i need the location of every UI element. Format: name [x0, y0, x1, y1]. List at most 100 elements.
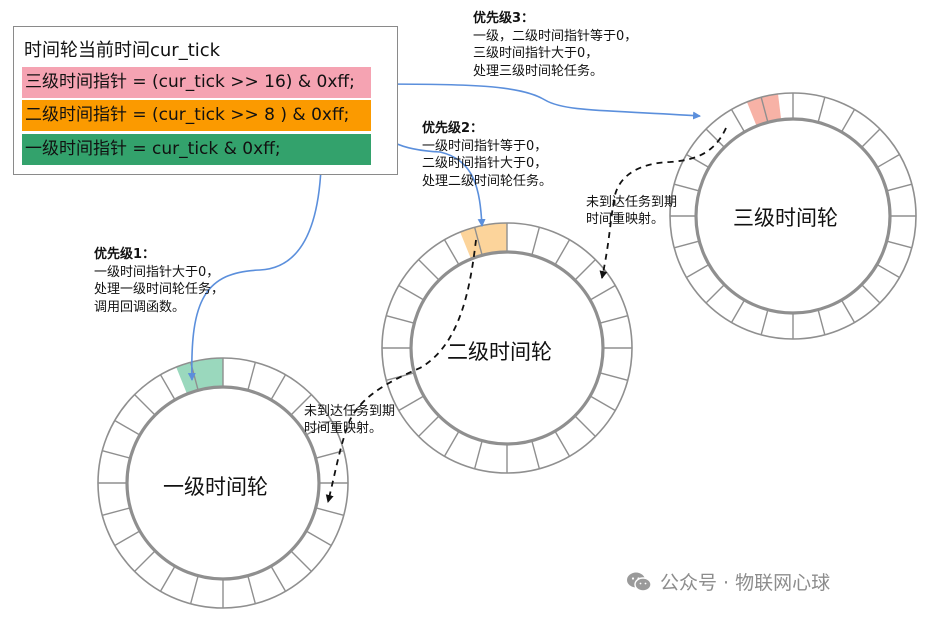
- ring-divider: [398, 284, 425, 301]
- priority1-line: 处理一级时间轮任务，: [94, 282, 225, 297]
- ring-divider: [290, 550, 312, 572]
- ring-divider: [102, 449, 131, 459]
- level3-pointer-bar: 三级时间指针 = (cur_tick >> 16) & 0xff;: [22, 67, 371, 98]
- priority1-line: 一级时间指针大于0，: [94, 264, 220, 280]
- ring-divider: [861, 284, 881, 304]
- ring-divider: [730, 299, 746, 323]
- ring-divider: [817, 309, 826, 335]
- ring-divider: [574, 415, 596, 437]
- ring-divider: [876, 153, 900, 169]
- ring-divider: [554, 430, 571, 457]
- ring-divider: [589, 395, 616, 412]
- level1-pointer-bar: 一级时间指针 = cur_tick & 0xff;: [22, 134, 371, 165]
- ring-divider: [876, 263, 900, 279]
- wheel-level1-title: 一级时间轮: [163, 475, 268, 499]
- priority3-note: 优先级3： 一级，二级时间指针等于0， 三级时间指针大于0， 处理三级时间轮任务…: [473, 10, 637, 80]
- remap-label-line: 未到达任务到期: [304, 404, 396, 419]
- wheel-level2: [381, 222, 633, 474]
- level2-pointer-bar: 二级时间指针 = (cur_tick >> 8 ) & 0xff;: [22, 100, 371, 131]
- ring-divider: [574, 259, 596, 281]
- ring-divider: [886, 183, 912, 192]
- level3-pointer-text: 三级时间指针 = (cur_tick >> 16) & 0xff;: [25, 72, 355, 92]
- watermark-text: 公众号 · 物联网心球: [660, 572, 831, 594]
- ring-divider: [290, 394, 312, 416]
- ring-divider: [686, 263, 710, 279]
- arrow-level1-to-wheel1: [187, 167, 322, 381]
- remap-label-line: 时间重映射。: [586, 212, 665, 227]
- priority2-head: 优先级2：: [422, 121, 484, 136]
- ring-divider: [705, 284, 725, 304]
- ring-divider: [398, 395, 425, 412]
- wheel-level2-title: 二级时间轮: [447, 340, 552, 364]
- ring-divider: [270, 374, 287, 401]
- current-time-box: 时间轮当前时间cur_tick 三级时间指针 = (cur_tick >> 16…: [13, 26, 398, 175]
- ring-divider: [270, 565, 287, 592]
- ring-divider: [134, 394, 156, 416]
- priority2-line: 二级时间指针大于0，: [422, 156, 548, 171]
- ring-divider: [114, 419, 141, 436]
- ring-divider: [189, 575, 199, 604]
- ring-divider: [589, 284, 616, 301]
- active-slot: [176, 358, 223, 394]
- priority3-line: 处理三级时间轮任务。: [473, 63, 604, 79]
- remap-arrow-wheel2-to-wheel1: [325, 239, 477, 503]
- ring-divider: [760, 97, 769, 123]
- priority3-line: 三级时间指针大于0，: [473, 46, 599, 61]
- ring-divider: [305, 419, 332, 436]
- arrow-level3-to-wheel3: [371, 83, 701, 120]
- ring-divider: [418, 259, 440, 281]
- ring-divider: [817, 97, 826, 123]
- ring-divider: [760, 309, 769, 335]
- ring-divider: [861, 128, 881, 148]
- ring-divider: [114, 530, 141, 547]
- ring-divider: [247, 575, 257, 604]
- priority1-head: 优先级1：: [94, 247, 156, 262]
- ring-divider: [886, 240, 912, 249]
- ring-divider: [599, 372, 628, 382]
- wechat-icon: [626, 571, 652, 593]
- remap-label-line: 时间重映射。: [304, 421, 383, 436]
- ring-divider: [705, 128, 725, 148]
- ring-divider: [305, 530, 332, 547]
- priority1-note: 优先级1： 一级时间指针大于0， 处理一级时间轮任务， 调用回调函数。: [94, 246, 224, 316]
- priority2-line: 处理二级时间轮任务。: [422, 173, 553, 189]
- ring-divider: [840, 109, 856, 133]
- remap-arrow-wheel3-to-wheel2: [599, 127, 727, 279]
- ring-divider: [134, 550, 156, 572]
- ring-divider: [386, 314, 415, 324]
- ring-divider: [840, 299, 856, 323]
- ring-divider: [247, 362, 257, 391]
- ring-divider: [554, 239, 571, 266]
- ring-divider: [473, 440, 483, 469]
- ring-divider: [443, 239, 460, 266]
- ring-divider: [674, 240, 700, 249]
- ring-divider: [159, 374, 176, 401]
- ring-divider: [102, 507, 131, 517]
- level1-pointer-text: 一级时间指针 = cur_tick & 0xff;: [25, 139, 281, 159]
- remap-label-lower: 未到达任务到期 时间重映射。: [304, 403, 395, 437]
- remap-label-line: 未到达任务到期: [586, 195, 678, 210]
- ring-divider: [686, 153, 710, 169]
- wheel-level1: [97, 357, 349, 609]
- priority3-head: 优先级3：: [473, 11, 535, 26]
- priority2-line: 一级时间指针等于0，: [422, 138, 548, 154]
- ring-divider: [730, 109, 746, 133]
- ring-divider: [315, 507, 344, 517]
- ring-divider: [159, 565, 176, 592]
- ring-divider: [531, 227, 541, 256]
- watermark: 公众号 · 物联网心球: [626, 568, 830, 595]
- level2-pointer-text: 二级时间指针 = (cur_tick >> 8 ) & 0xff;: [25, 105, 350, 125]
- priority2-note: 优先级2： 一级时间指针等于0， 二级时间指针大于0， 处理二级时间轮任务。: [422, 120, 552, 190]
- ring-divider: [443, 430, 460, 457]
- active-slot: [460, 223, 507, 259]
- ring-divider: [473, 227, 483, 256]
- wheel-level3-title: 三级时间轮: [733, 206, 838, 230]
- ring-divider: [418, 415, 440, 437]
- ring-divider: [531, 440, 541, 469]
- priority3-line: 一级，二级时间指针等于0，: [473, 28, 638, 44]
- priority1-line: 调用回调函数。: [94, 299, 186, 315]
- ring-divider: [674, 183, 700, 192]
- remap-label-upper: 未到达任务到期 时间重映射。: [586, 194, 677, 228]
- ring-divider: [599, 314, 628, 324]
- box-title: 时间轮当前时间cur_tick: [24, 40, 221, 61]
